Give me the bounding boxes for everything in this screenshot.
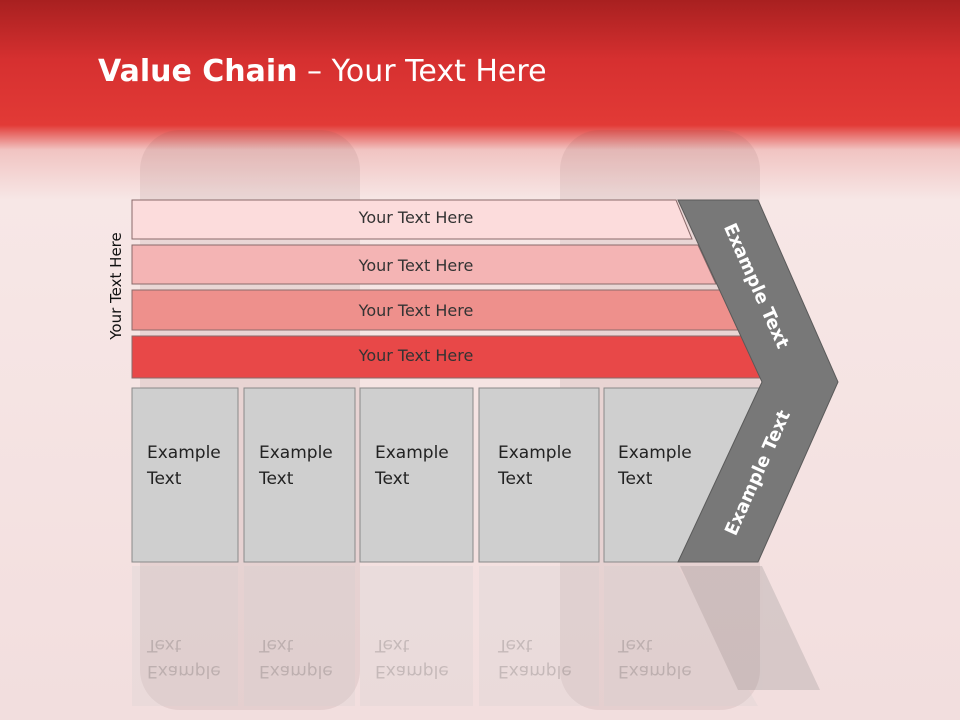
title-rest: – Your Text Here: [297, 54, 547, 89]
box-4-line2: Text: [498, 469, 533, 489]
box-reflection: [132, 566, 238, 706]
box-3-line2: Text: [375, 469, 410, 489]
box-2-reflection-line2: Text: [259, 635, 294, 655]
box-1-reflection-text: Example Text: [147, 632, 237, 684]
box-5-reflection-line2: Text: [618, 635, 653, 655]
reflection-group: [132, 566, 820, 706]
box-1-reflection-line1: Example: [147, 661, 221, 681]
box-3-reflection-line2: Text: [375, 635, 410, 655]
box-3-reflection-text: Example Text: [375, 632, 465, 684]
box-5-reflection-line1: Example: [618, 661, 692, 681]
box-3-line1: Example: [375, 443, 449, 463]
box-2-shape: [243, 387, 356, 563]
box-reflection: [479, 566, 599, 706]
box-4-reflection-text: Example Text: [498, 632, 588, 684]
bar-1-label: Your Text Here: [358, 208, 474, 227]
bar-4-label: Your Text Here: [358, 346, 474, 365]
box-1-shape: [131, 387, 239, 563]
box-5-line2: Text: [618, 469, 653, 489]
box-4-shape: [478, 387, 600, 563]
box-4-reflection-line1: Example: [498, 661, 572, 681]
box-2-reflection-line1: Example: [259, 661, 333, 681]
box-3-shape: [359, 387, 474, 563]
box-2-line2: Text: [259, 469, 294, 489]
chevron-arrow-shape: [677, 199, 839, 563]
bar-1-shape: [131, 199, 693, 240]
box-2-reflection-text: Example Text: [259, 632, 349, 684]
box-4-reflection-line2: Text: [498, 635, 533, 655]
bar-2-label: Your Text Here: [358, 256, 474, 275]
box-2-line1: Example: [259, 443, 333, 463]
title-bold: Value Chain: [98, 54, 298, 89]
arrow-reflection: [680, 566, 820, 690]
bar-3-label: Your Text Here: [358, 301, 474, 320]
box-4-line1: Example: [498, 443, 572, 463]
slide-title: Value Chain – Your Text Here: [98, 54, 547, 89]
box-reflection: [360, 566, 473, 706]
box-1-line2: Text: [147, 469, 182, 489]
box-5-reflection-text: Example Text: [618, 632, 708, 684]
box-5-line1: Example: [618, 443, 692, 463]
box-reflection: [604, 566, 758, 706]
box-reflection: [244, 566, 355, 706]
box-3-reflection-line1: Example: [375, 661, 449, 681]
box-1-line1: Example: [147, 443, 221, 463]
box-1-reflection-line2: Text: [147, 635, 182, 655]
bar-2-shape: [131, 244, 717, 285]
